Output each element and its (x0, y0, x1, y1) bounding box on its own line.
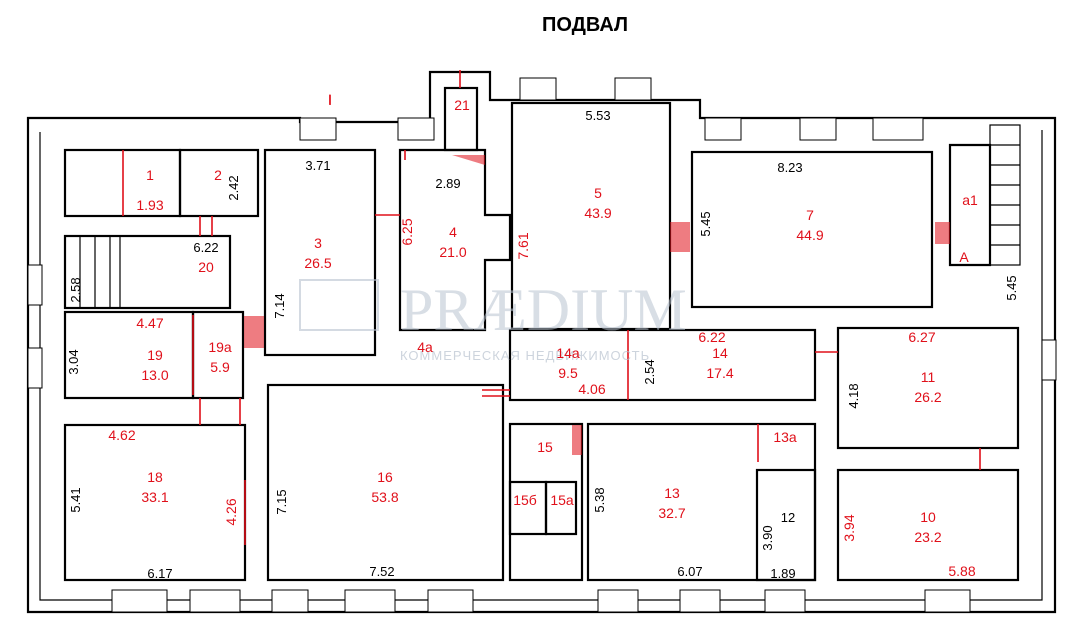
dimension-labels: 1.93 2.42 3.71 2.89 5.53 8.23 6.22 2.58 … (66, 108, 1019, 581)
dimension-label: 6.17 (147, 566, 172, 581)
room-label: 4 (449, 224, 457, 240)
room-label: 15 (537, 439, 553, 455)
room-area: 26.2 (914, 389, 941, 405)
room-area: 13.0 (141, 367, 168, 383)
room-label: 19 (147, 347, 163, 363)
dimension-label: 3.90 (760, 525, 775, 550)
room-area: 21.0 (439, 244, 466, 260)
room-label: 10 (920, 509, 936, 525)
room-label: 19а (208, 339, 232, 355)
dimension-label: 7.61 (515, 232, 531, 259)
room-label: 12 (781, 510, 795, 525)
watermark: PRÆDIUM КОММЕРЧЕСКАЯ НЕДВИЖИМОСТЬ (299, 277, 687, 363)
room-label: 3 (314, 235, 322, 251)
door-marks (122, 70, 981, 545)
dimension-label: 8.23 (777, 160, 802, 175)
room-area: 33.1 (141, 489, 168, 505)
dimension-label: 7.14 (272, 293, 287, 318)
plan-title: ПОДВАЛ (541, 14, 629, 36)
dimension-label: 6.07 (677, 564, 702, 579)
room-label: 14а (556, 345, 580, 361)
room-label: 13 (664, 485, 680, 501)
watermark-brand: PRÆDIUM (400, 277, 687, 343)
room-label: 20 (198, 259, 214, 275)
room-area: 32.7 (658, 505, 685, 521)
room-label: 2 (214, 167, 222, 183)
room-label: 11 (921, 369, 936, 385)
room-area: 17.4 (706, 365, 733, 381)
dimension-label: 7.52 (369, 564, 394, 579)
dimension-label: 1.93 (136, 197, 163, 213)
room-area: 53.8 (371, 489, 398, 505)
dimension-label: 2.58 (68, 277, 83, 302)
dimension-label: 7.15 (274, 489, 289, 514)
window-marks (27, 77, 1057, 613)
room-label: 15а (550, 492, 574, 508)
room-label: 13а (773, 429, 797, 445)
dimension-label: 6.27 (908, 329, 935, 345)
dimension-label: 4.06 (578, 381, 605, 397)
room-label: 5 (594, 185, 602, 201)
room-label: 14 (712, 345, 728, 361)
room-label: 7 (806, 207, 814, 223)
dimension-label: 6.22 (193, 240, 218, 255)
room-label: 15б (513, 492, 537, 508)
dimension-label: 3.94 (841, 514, 857, 541)
dimension-label: 5.45 (1004, 275, 1019, 300)
room-area: 44.9 (796, 227, 823, 243)
dimension-label: 2.42 (226, 175, 241, 200)
dimension-label: 4.47 (136, 315, 163, 331)
section-mark: I (328, 91, 332, 107)
room-label: 18 (147, 469, 163, 485)
stair-marks (65, 124, 1021, 309)
room-label: А (959, 249, 969, 265)
dimension-label: 6.25 (399, 218, 415, 245)
dimension-label: 3.71 (305, 158, 330, 173)
room-label: 1 (146, 167, 154, 183)
room-label: а1 (962, 192, 978, 208)
dimension-label: 4.62 (108, 427, 135, 443)
dimension-label: 3.04 (66, 349, 81, 374)
room-labels: 1 2 3 26.5 4 21.0 4а 5 43.9 7 44.9 а1 А … (141, 97, 978, 545)
room-area: 23.2 (914, 529, 941, 545)
inner-wall-line (39, 130, 1043, 601)
room-area: 43.9 (584, 205, 611, 221)
room-area: 5.9 (210, 359, 230, 375)
dimension-label: 5.41 (68, 487, 83, 512)
room-area: 9.5 (558, 365, 578, 381)
dimension-label: 1.89 (770, 566, 795, 581)
dimension-label: 5.53 (585, 108, 610, 123)
room-label: 4а (417, 339, 433, 355)
room-label: 16 (377, 469, 393, 485)
dimension-label: 5.45 (698, 211, 713, 236)
room-area: 26.5 (304, 255, 331, 271)
dimension-label: 2.89 (435, 176, 460, 191)
dimension-label: 4.26 (223, 498, 239, 525)
dimension-label: 5.88 (948, 563, 975, 579)
room-label: 21 (454, 97, 470, 113)
dimension-label: 2.54 (642, 359, 657, 384)
dimension-label: 4.18 (846, 383, 861, 408)
watermark-tagline: КОММЕРЧЕСКАЯ НЕДВИЖИМОСТЬ (400, 348, 650, 363)
dimension-label: 5.38 (592, 487, 607, 512)
dimension-label: 6.22 (698, 329, 725, 345)
